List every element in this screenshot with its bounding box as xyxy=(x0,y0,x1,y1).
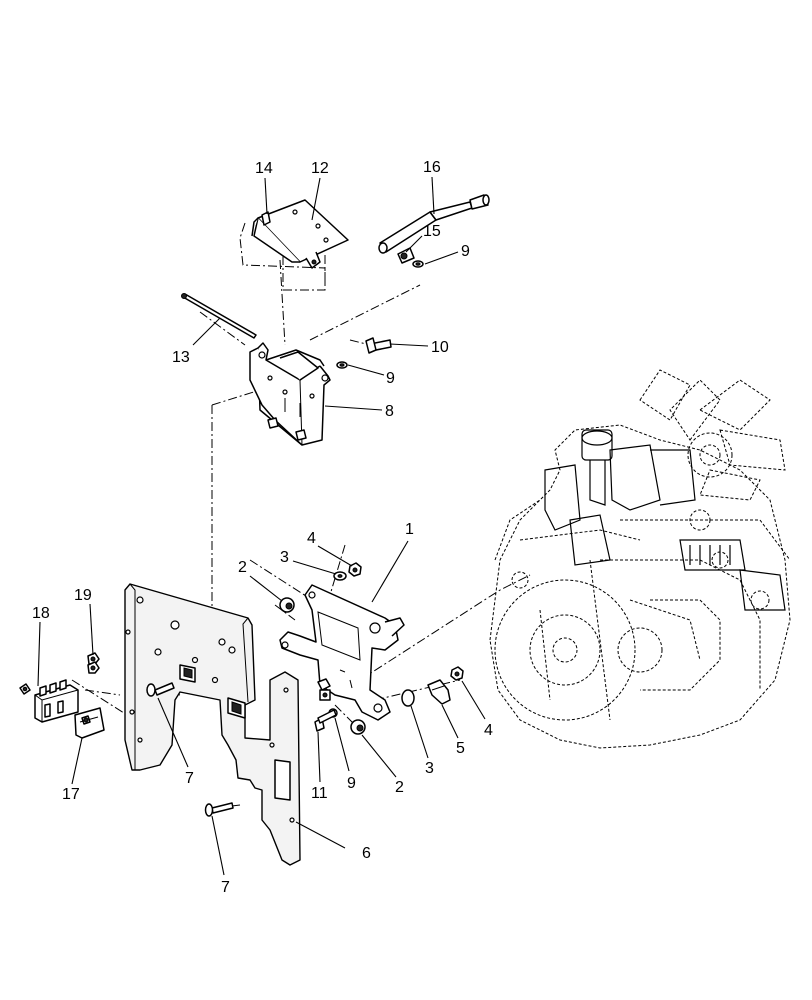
callout-1: 1 xyxy=(405,521,414,538)
part-12-bracket-plate xyxy=(251,199,349,269)
callout-3: 3 xyxy=(425,760,434,777)
callout-2: 2 xyxy=(238,559,247,576)
callout-3: 3 xyxy=(280,549,289,566)
part-3-washer-upper xyxy=(333,571,347,581)
part-5-clip xyxy=(427,679,451,705)
part-17-switch xyxy=(34,679,105,739)
callout-16: 16 xyxy=(423,159,441,176)
callout-7: 7 xyxy=(185,770,194,787)
part-11-bolt xyxy=(314,709,337,732)
part-4-nut-lower xyxy=(450,666,464,681)
part-15-ball-stud xyxy=(397,247,415,264)
callout-9: 9 xyxy=(386,370,395,387)
part-19-nut xyxy=(87,652,100,674)
callout-labels: 14 12 16 15 9 13 10 9 8 1 4 3 2 19 18 17… xyxy=(32,159,493,896)
part-10-bolt xyxy=(365,337,392,354)
part-18-screw xyxy=(19,683,31,695)
callout-8: 8 xyxy=(385,403,394,420)
part-14-pin xyxy=(261,211,271,226)
callout-10: 10 xyxy=(431,339,449,356)
part-7-bolt-upper xyxy=(146,682,175,697)
callout-18: 18 xyxy=(32,605,50,622)
callout-9: 9 xyxy=(347,775,356,792)
callout-2: 2 xyxy=(395,779,404,796)
callout-19: 19 xyxy=(74,587,92,604)
alignment-lines xyxy=(71,222,531,809)
callout-6: 6 xyxy=(362,845,371,862)
part-2-spacer-lower xyxy=(350,719,366,735)
engine-phantom xyxy=(489,369,791,749)
callout-7: 7 xyxy=(221,879,230,896)
callout-9: 9 xyxy=(461,243,470,260)
small-fasteners xyxy=(317,678,331,701)
part-9-washer-top xyxy=(412,260,424,268)
part-6-large-plate xyxy=(124,583,301,866)
callout-4: 4 xyxy=(484,722,493,739)
part-7-bolt-lower xyxy=(204,802,234,817)
part-13-rod xyxy=(181,293,257,339)
callout-4: 4 xyxy=(307,530,316,547)
part-4-nut-upper xyxy=(348,562,362,577)
callout-11: 11 xyxy=(311,785,328,802)
part-8-bracket xyxy=(249,342,331,446)
callout-5: 5 xyxy=(456,740,465,757)
callout-15: 15 xyxy=(423,223,441,240)
part-1-bracket xyxy=(279,584,405,721)
part-16-gas-strut xyxy=(378,194,490,254)
callout-14: 14 xyxy=(255,160,273,177)
leader-lines xyxy=(37,176,486,876)
callout-17: 17 xyxy=(62,786,80,803)
part-3-washer-lower xyxy=(401,689,415,707)
part-2-spacer-upper xyxy=(279,597,295,613)
callout-13: 13 xyxy=(172,349,190,366)
callout-12: 12 xyxy=(311,160,329,177)
part-9-washer-mid xyxy=(336,361,348,369)
